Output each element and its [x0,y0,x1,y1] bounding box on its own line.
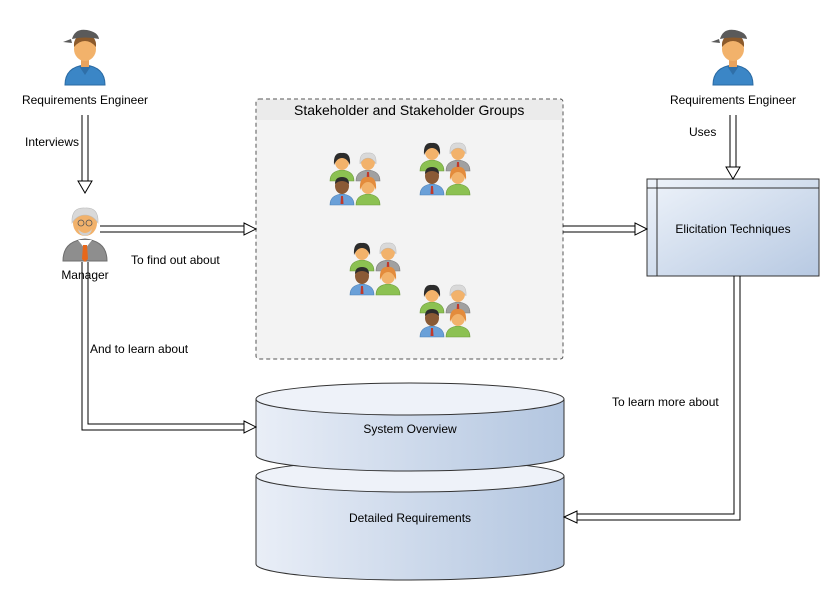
elicitation-techniques-label: Elicitation Techniques [675,222,790,236]
find-out-connector[interactable] [100,222,258,236]
detailed-requirements-label: Detailed Requirements [349,511,471,525]
engineer-right-label: Requirements Engineer [670,93,796,107]
manager-icon[interactable] [62,207,108,263]
interviews-connector[interactable] [77,115,93,194]
elicitation-techniques-box[interactable]: Elicitation Techniques [646,178,820,277]
manager-label: Manager [61,268,108,282]
stakeholder-group-title: Stakeholder and Stakeholder Groups [294,102,524,118]
learn-more-connector[interactable] [562,276,741,524]
uses-connector[interactable] [725,115,741,180]
learn-about-label: And to learn about [90,342,189,356]
detailed-requirements-cylinder[interactable]: Detailed Requirements [255,459,565,581]
requirements-engineer-icon[interactable] [62,29,106,86]
group-to-elicitation-connector[interactable] [563,222,649,236]
stakeholder-group[interactable]: Stakeholder and Stakeholder Groups [255,98,564,360]
requirements-engineer-icon[interactable] [710,29,754,86]
learn-more-label: To learn more about [612,395,719,409]
system-overview-cylinder[interactable]: System Overview [255,382,565,472]
engineer-left-label: Requirements Engineer [22,93,148,107]
system-overview-label: System Overview [363,422,457,436]
learn-about-connector[interactable] [81,262,258,434]
uses-label: Uses [689,125,716,139]
find-out-label: To find out about [131,253,220,267]
interviews-label: Interviews [25,135,79,149]
